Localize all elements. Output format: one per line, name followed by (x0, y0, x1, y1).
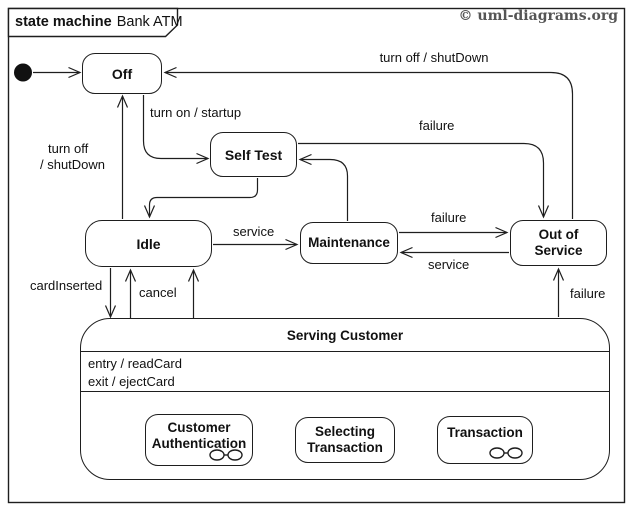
diagram-frame (7, 7, 626, 504)
label-failure-selftest: failure (419, 118, 455, 133)
entry-action: entry / readCard (88, 356, 182, 371)
state-out-of-service-line1: Out of (538, 227, 579, 242)
state-transaction-label: Transaction (447, 425, 523, 440)
state-selecting-transaction-line1: Selecting (314, 424, 376, 439)
label-turn-off-line2: / shutDown (40, 157, 106, 172)
state-transaction: Transaction (437, 416, 533, 464)
label-failure-serving: failure (570, 286, 606, 301)
state-maintenance: Maintenance (300, 222, 398, 264)
state-customer-authentication: Customer Authentication (145, 414, 253, 466)
label-turn-off-shutdown-top: turn off / shutDown (379, 50, 489, 65)
state-out-of-service: Out of Service (510, 220, 607, 266)
label-service-idle: service (233, 224, 275, 239)
transition-selftest-to-outofservice (298, 142, 550, 219)
state-selecting-transaction: Selecting Transaction (295, 417, 395, 463)
initial-state-icon (14, 63, 32, 82)
state-out-of-service-line2: Service (534, 243, 583, 258)
state-serving-customer-title: Serving Customer (81, 319, 609, 352)
decomposition-icon (209, 449, 243, 461)
state-off: Off (82, 53, 162, 94)
label-turn-off-line1: turn off (48, 141, 89, 156)
state-off-label: Off (111, 65, 133, 82)
frame-title-tab (7, 7, 179, 38)
transition-selftest-to-idle (143, 178, 259, 219)
frame-title-keyword: state machine (15, 14, 112, 30)
exit-action: exit / ejectCard (88, 374, 175, 389)
label-turn-on-startup: turn on / startup (150, 105, 242, 120)
frame-title-name: Bank ATM (116, 14, 183, 30)
label-turn-off-shutdown-left: turn off / shutDown (40, 141, 105, 173)
transition-off-to-selftest (142, 95, 210, 165)
label-card-inserted: cardInserted (30, 278, 103, 293)
label-cancel: cancel (139, 285, 177, 300)
label-service-oos: service (428, 257, 470, 272)
transition-outofservice-to-off (163, 66, 574, 219)
state-idle: Idle (85, 220, 212, 267)
decomposition-icon (489, 447, 523, 459)
state-maintenance-label: Maintenance (308, 235, 390, 250)
state-customer-authentication-line2: Authentication (151, 436, 247, 451)
copyright-text: © uml-diagrams.org (458, 8, 618, 24)
state-idle-label: Idle (136, 235, 161, 252)
state-self-test: Self Test (210, 132, 297, 177)
state-selecting-transaction-line2: Transaction (307, 440, 383, 455)
serving-customer-actions: entry / readCard exit / ejectCard (81, 352, 609, 392)
state-self-test-label: Self Test (224, 146, 283, 163)
state-customer-authentication-line1: Customer (167, 420, 231, 435)
label-failure-maintenance: failure (431, 210, 467, 225)
transition-maintenance-to-selftest (298, 153, 349, 221)
